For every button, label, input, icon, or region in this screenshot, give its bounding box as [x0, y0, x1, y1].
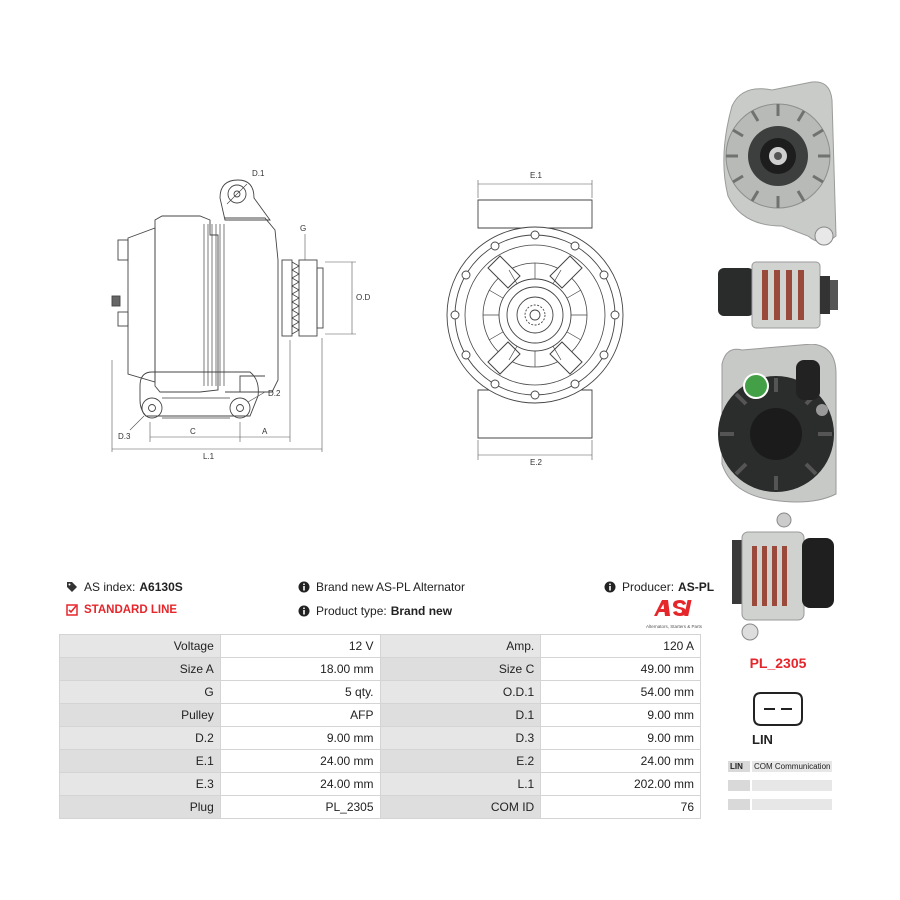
spec-value: 24.00 mm: [540, 749, 701, 773]
spec-label: D.1: [379, 703, 542, 727]
logo-tagline: Alternators, Starters & Parts: [645, 624, 702, 629]
product-type: Product type: Brand new: [298, 604, 452, 618]
spec-value: 24.00 mm: [219, 772, 381, 796]
spec-value: 76: [540, 795, 701, 819]
plug-pin-code: LIN: [728, 761, 750, 772]
info-icon: [298, 581, 310, 593]
dim-label-od1: O.D.1: [356, 293, 370, 302]
spec-value: 18.00 mm: [219, 657, 381, 681]
producer-value: AS-PL: [678, 580, 715, 594]
plug-pin-row: [728, 780, 832, 791]
dim-label-d1: D.1: [252, 169, 265, 178]
spec-label: E.2: [379, 749, 542, 773]
dim-label-d2: D.2: [268, 389, 281, 398]
spec-label: L.1: [379, 772, 542, 796]
dim-label-g: G: [300, 224, 306, 233]
spec-label: Plug: [59, 795, 221, 819]
dim-label-d3: D.3: [118, 432, 131, 441]
as-index-label: AS index:: [84, 580, 136, 594]
checkbox-checked-icon: [66, 604, 78, 616]
spec-value: 120 A: [540, 634, 701, 658]
plug-pin-row: LIN COM Communication: [728, 761, 832, 772]
spec-label: Size A: [59, 657, 221, 681]
producer: Producer: AS-PL: [604, 580, 714, 594]
spec-label: G: [59, 680, 221, 704]
product-photo-front: [723, 81, 837, 246]
plug-pin-code: [728, 799, 750, 810]
standard-line: STANDARD LINE: [66, 604, 177, 616]
plug-pin-desc: [752, 780, 832, 791]
brand-new-label: Brand new AS-PL Alternator: [316, 580, 465, 594]
brand-new-info: Brand new AS-PL Alternator: [298, 580, 465, 594]
product-photo-rear: [718, 344, 837, 503]
product-photo-side: [718, 261, 838, 329]
product-photo-angle: [732, 512, 834, 641]
standard-line-label: STANDARD LINE: [84, 604, 178, 616]
dim-label-c: C: [190, 427, 196, 436]
info-icon: [604, 581, 616, 593]
front-view-drawing: E.1 E.2: [446, 171, 624, 467]
spec-value: 202.00 mm: [540, 772, 701, 796]
plug-pin-code: [728, 780, 750, 791]
product-type-value: Brand new: [390, 604, 453, 618]
spec-value: 12 V: [219, 634, 381, 658]
spec-label: Size C: [379, 657, 542, 681]
info-icon: [298, 605, 310, 617]
plug-type: LIN: [752, 732, 773, 747]
spec-label: O.D.1: [379, 680, 542, 704]
spec-value: 9.00 mm: [219, 726, 381, 750]
spec-label: COM ID: [379, 795, 542, 819]
dim-label-l1: L.1: [203, 452, 215, 461]
dim-label-a: A: [262, 427, 268, 436]
spec-label: Pulley: [59, 703, 221, 727]
dim-label-e2: E.2: [530, 458, 543, 467]
plug-pin-desc: [752, 799, 832, 810]
spec-value: 9.00 mm: [540, 703, 701, 727]
dim-label-e1: E.1: [530, 171, 543, 180]
spec-value: 9.00 mm: [540, 726, 701, 750]
spec-value: 54.00 mm: [540, 680, 701, 704]
spec-value: 24.00 mm: [219, 749, 381, 773]
spec-value: AFP: [219, 703, 381, 727]
plug-name: PL_2305: [749, 655, 807, 671]
plug-pin-desc: COM Communication: [752, 761, 832, 772]
spec-label: Amp.: [379, 634, 542, 658]
spec-value: 5 qty.: [219, 680, 381, 704]
as-pl-logo: Alternators, Starters & Parts: [640, 598, 702, 629]
plug-pin-row: [728, 799, 832, 810]
tag-icon: [67, 582, 77, 592]
side-view-drawing: D.1 G O.D.1 D.2 D.3 C A L.1: [111, 169, 370, 461]
as-index: AS index: A6130S: [66, 580, 183, 594]
producer-label: Producer:: [622, 580, 675, 594]
spec-value: 49.00 mm: [540, 657, 701, 681]
spec-label: E.1: [59, 749, 221, 773]
as-index-value: A6130S: [139, 580, 183, 594]
spec-label: E.3: [59, 772, 221, 796]
spec-label: D.3: [379, 726, 542, 750]
product-type-label: Product type:: [316, 604, 387, 618]
spec-value: PL_2305: [219, 795, 381, 819]
spec-label: Voltage: [59, 634, 221, 658]
spec-label: D.2: [59, 726, 221, 750]
as-pl-logo-mark: [654, 600, 692, 616]
lin-plug-icon: [753, 692, 803, 726]
